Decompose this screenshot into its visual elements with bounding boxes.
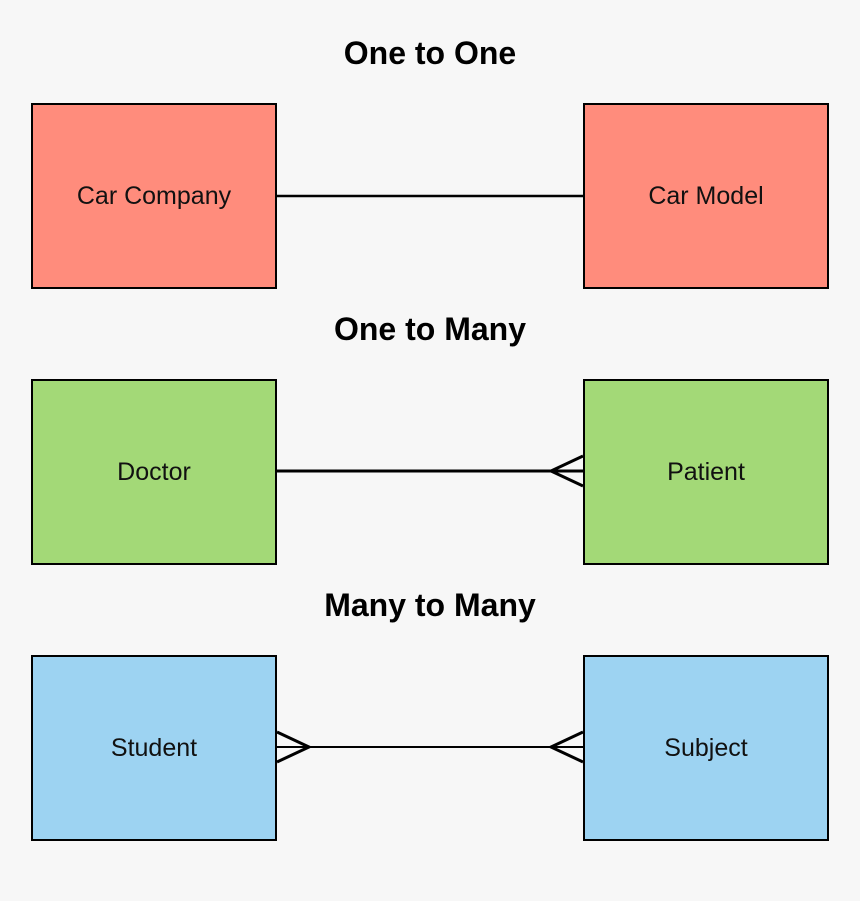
section-title-one-to-many: One to Many	[333, 311, 526, 347]
crows-foot-many-icon	[547, 454, 584, 488]
section-title-one-to-one: One to One	[343, 35, 517, 71]
entity-car-model: Car Model	[583, 103, 829, 289]
entity-car-company: Car Company	[31, 103, 277, 289]
crows-foot-many-icon	[547, 730, 584, 764]
entity-doctor: Doctor	[31, 379, 277, 565]
entity-subject: Subject	[583, 655, 829, 841]
crows-foot-many-icon	[276, 730, 313, 764]
entity-patient: Patient	[583, 379, 829, 565]
section-title-many-to-many: Many to Many	[324, 587, 536, 623]
entity-student: Student	[31, 655, 277, 841]
